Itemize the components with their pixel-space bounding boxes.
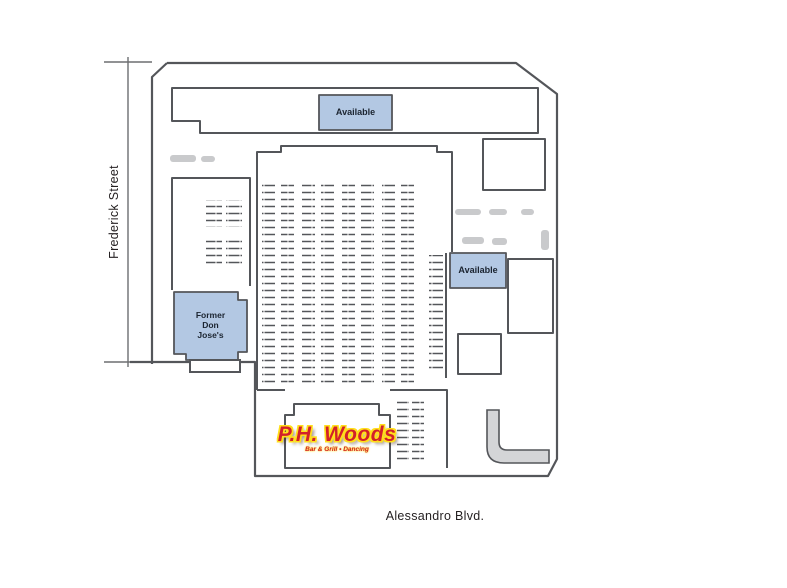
former-don-joses-shape: [173, 291, 248, 361]
property-boundary: [130, 61, 559, 478]
lot-lines: [171, 145, 453, 468]
ph-woods-building: [284, 403, 391, 469]
street-lines: [104, 57, 152, 367]
highlighted-units: [173, 94, 507, 361]
small-right-building: [457, 333, 502, 375]
available-mid-shape: [449, 252, 507, 289]
landscape-dashes: [170, 155, 549, 250]
parking-rows: [206, 180, 443, 460]
top-right-building: [482, 138, 546, 191]
drive-band: [486, 409, 550, 464]
available-top-shape: [318, 94, 393, 131]
mid-right-building: [507, 258, 554, 334]
don-joses-step: [189, 359, 241, 373]
